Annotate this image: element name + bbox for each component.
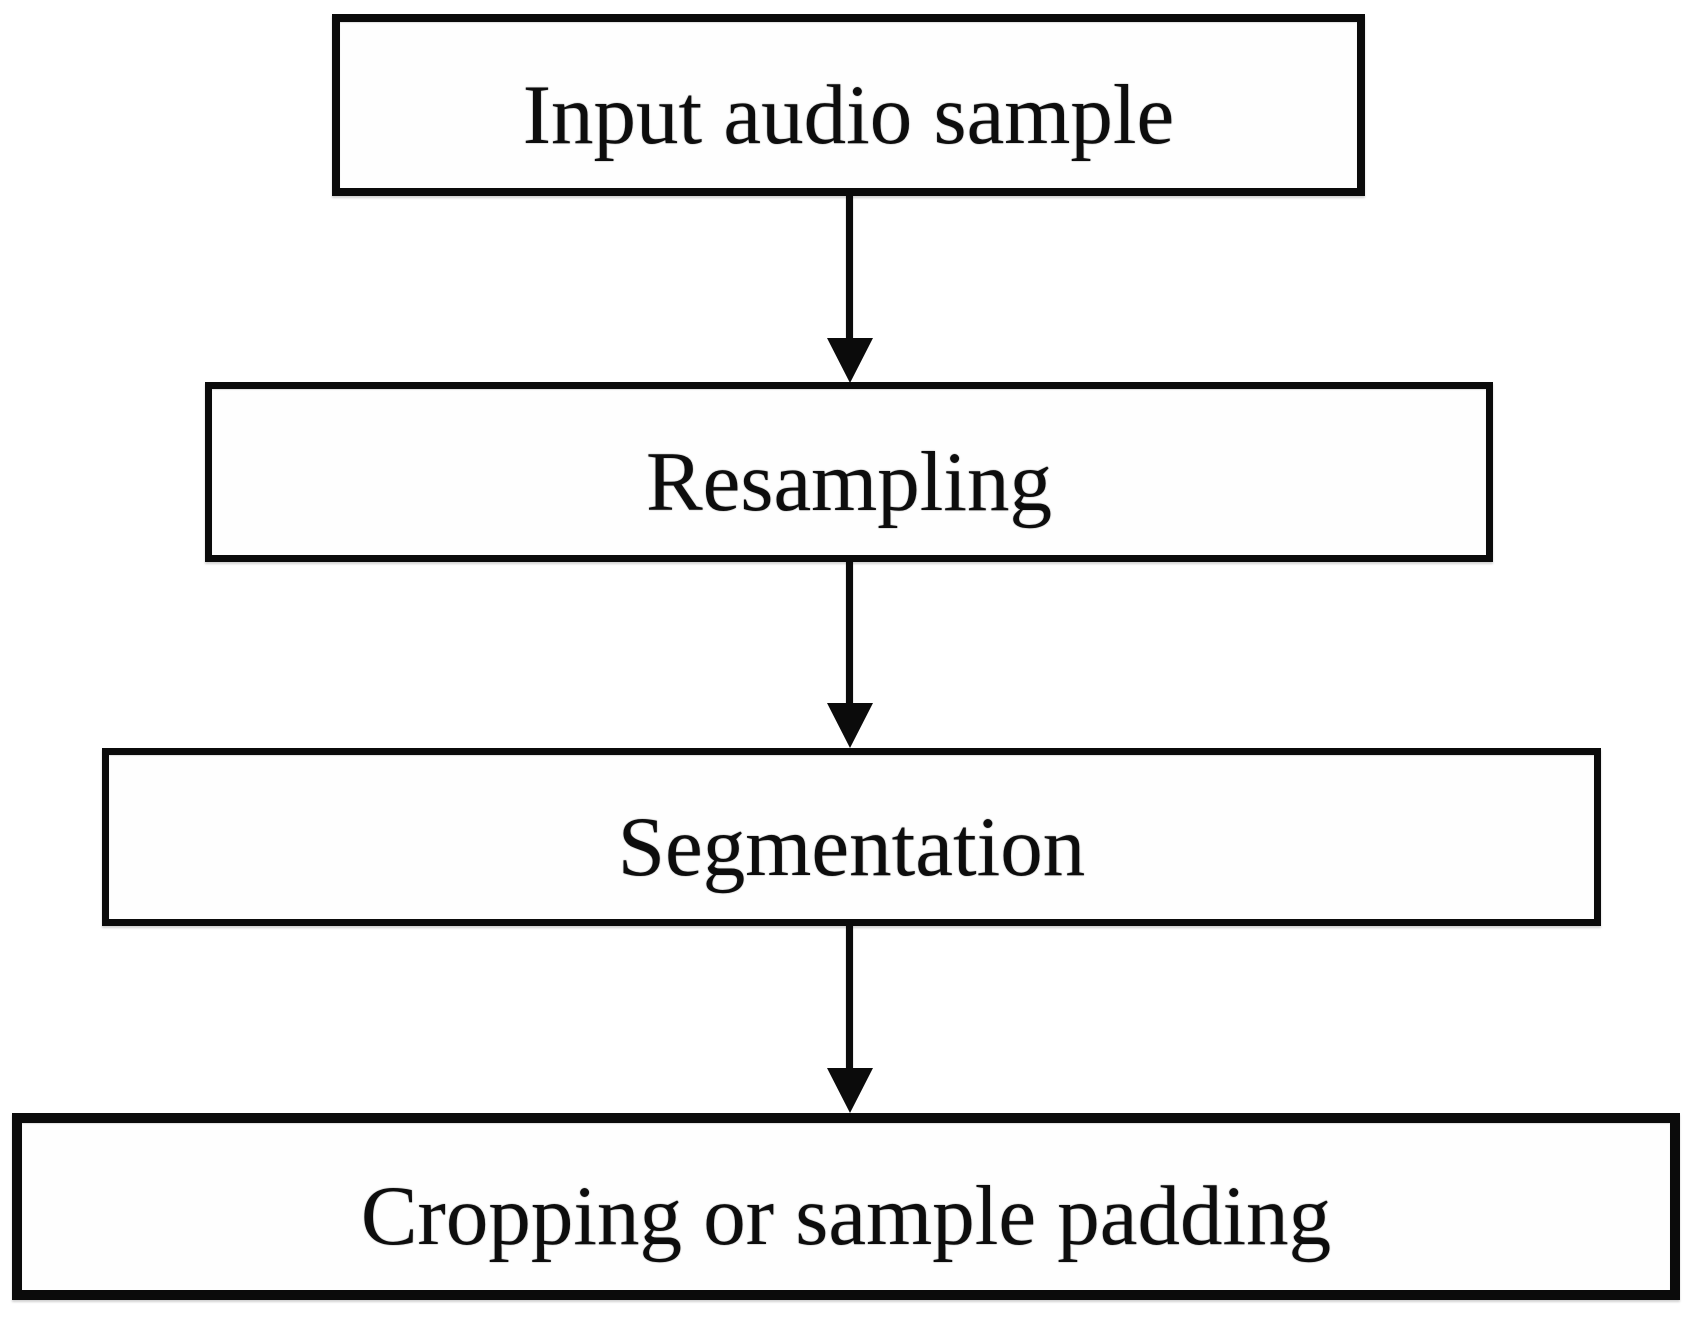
node-cropping-or-sample-padding: Cropping or sample padding [12,1113,1680,1300]
node-input-audio-sample: Input audio sample [332,14,1365,196]
arrow-head-icon [827,338,873,383]
node-input-audio-sample-label: Input audio sample [522,67,1175,162]
node-resampling: Resampling [205,382,1493,562]
node-cropping-or-sample-padding-label: Cropping or sample padding [360,1169,1332,1263]
arrow-shaft [846,562,853,705]
node-segmentation-label: Segmentation [617,799,1086,894]
node-resampling-label: Resampling [645,434,1053,529]
arrow-head-icon [827,703,873,748]
node-segmentation: Segmentation [102,748,1601,926]
arrow-head-icon [827,1068,873,1113]
arrow-shaft [846,925,853,1070]
arrow-shaft [846,196,853,340]
